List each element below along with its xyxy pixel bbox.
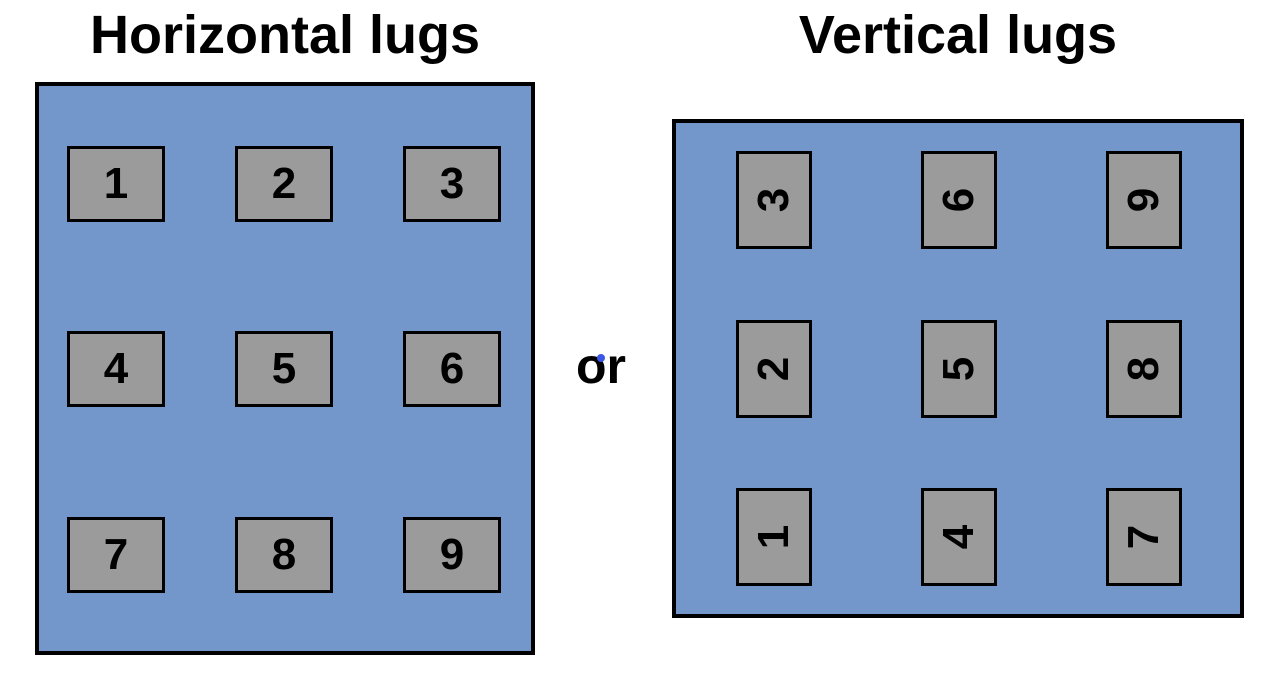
lug-label: 5 bbox=[933, 356, 983, 382]
lug-label: 1 bbox=[103, 159, 129, 208]
horizontal-lug-2: 2 bbox=[235, 146, 333, 222]
vertical-lug-1: 1 bbox=[736, 488, 812, 586]
lug-label: 8 bbox=[271, 530, 297, 579]
lug-label: 2 bbox=[271, 159, 297, 208]
horizontal-lugs-title: Horizontal lugs bbox=[90, 5, 480, 65]
vertical-lug-9: 9 bbox=[1106, 151, 1182, 249]
lug-label: 6 bbox=[933, 187, 983, 213]
lug-label: 3 bbox=[748, 187, 798, 213]
or-separator: or bbox=[576, 338, 626, 394]
lug-label: 4 bbox=[933, 524, 983, 550]
horizontal-lugs-panel: 1 2 3 4 5 6 7 8 9 bbox=[35, 82, 535, 655]
cursor-dot bbox=[597, 354, 605, 362]
horizontal-lug-6: 6 bbox=[403, 331, 501, 407]
lug-label: 8 bbox=[1118, 356, 1168, 382]
horizontal-lug-4: 4 bbox=[67, 331, 165, 407]
vertical-lug-6: 6 bbox=[921, 151, 997, 249]
horizontal-lug-7: 7 bbox=[67, 517, 165, 593]
lug-label: 3 bbox=[439, 159, 465, 208]
horizontal-lug-3: 3 bbox=[403, 146, 501, 222]
lug-label: 7 bbox=[103, 530, 129, 579]
vertical-lug-2: 2 bbox=[736, 320, 812, 418]
vertical-lug-3: 3 bbox=[736, 151, 812, 249]
lug-label: 7 bbox=[1118, 524, 1168, 550]
horizontal-lug-8: 8 bbox=[235, 517, 333, 593]
vertical-lug-4: 4 bbox=[921, 488, 997, 586]
lug-label: 4 bbox=[103, 344, 129, 393]
horizontal-lug-1: 1 bbox=[67, 146, 165, 222]
lug-label: 9 bbox=[1118, 187, 1168, 213]
vertical-lugs-panel: 3 6 9 2 5 8 1 4 7 bbox=[672, 119, 1244, 618]
vertical-lug-7: 7 bbox=[1106, 488, 1182, 586]
lug-label: 1 bbox=[748, 524, 798, 550]
lug-label: 9 bbox=[439, 530, 465, 579]
lug-label: 2 bbox=[748, 356, 798, 382]
lug-label: 5 bbox=[271, 344, 297, 393]
vertical-lugs-title: Vertical lugs bbox=[798, 5, 1118, 65]
horizontal-lug-5: 5 bbox=[235, 331, 333, 407]
vertical-lug-5: 5 bbox=[921, 320, 997, 418]
lug-label: 6 bbox=[439, 344, 465, 393]
horizontal-lug-9: 9 bbox=[403, 517, 501, 593]
vertical-lug-8: 8 bbox=[1106, 320, 1182, 418]
